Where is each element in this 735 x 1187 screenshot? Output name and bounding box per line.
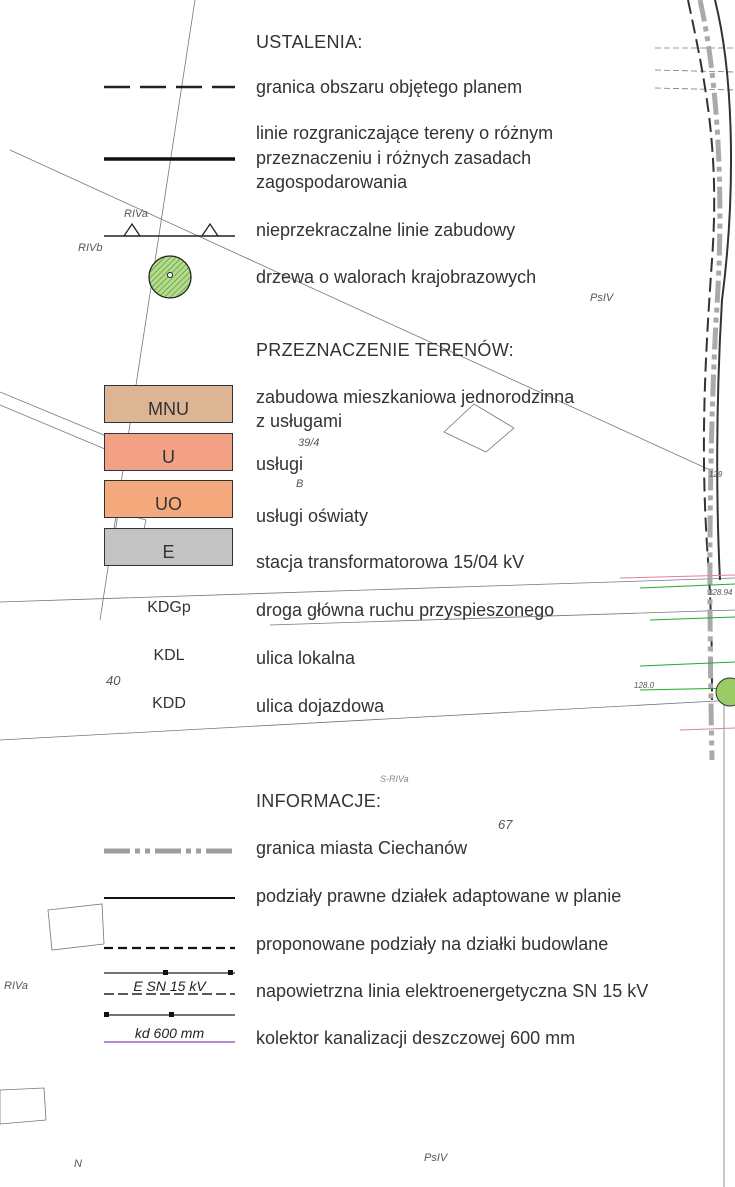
legend-text: usługi: [256, 454, 304, 474]
legend-text: linie rozgraniczające tereny o różnym: [256, 123, 554, 143]
building-line-symbol: [104, 222, 235, 237]
section-heading-przeznaczenie: PRZEZNACZENIE TERENÓW:: [256, 340, 514, 360]
road-code-kdl: KDL: [153, 647, 185, 664]
section-heading-ustalenia: USTALENIA:: [256, 32, 363, 52]
legend-text: usługi oświaty: [256, 506, 369, 526]
legend-text: proponowane podziały na działki budowlan…: [256, 934, 609, 954]
map-label: S-RIVa: [380, 774, 409, 784]
legend-text: zagospodarowania: [256, 172, 408, 192]
legend-text: nieprzekraczalne linie zabudowy: [256, 220, 516, 240]
legend-text: napowietrzna linia elektroenergetyczna S…: [256, 981, 649, 1001]
road-code-kdgp: KDGp: [147, 599, 191, 616]
map-label: N: [74, 1158, 82, 1170]
tree-icon: [148, 255, 192, 299]
legend-text: z usługami: [256, 411, 343, 431]
long-dashed-line-symbol: [104, 85, 235, 89]
power-line-symbol: [104, 970, 235, 995]
legend-text: ulica lokalna: [256, 648, 356, 668]
map-label: PsIV: [424, 1152, 448, 1164]
map-label: RIVa: [4, 980, 29, 992]
map-label: 67: [498, 817, 513, 832]
legend-text: droga główna ruchu przyspieszonego: [256, 600, 555, 620]
dashed-line-symbol: [104, 946, 235, 950]
section-heading-informacje: INFORMACJE:: [256, 791, 382, 811]
road-code-kdd: KDD: [152, 695, 186, 712]
legend-text: granica obszaru objętego planem: [256, 77, 523, 97]
map-label: 39/4: [298, 437, 320, 449]
thick-solid-line-symbol: [104, 157, 235, 161]
land-use-swatch-uo: UO: [104, 480, 233, 518]
legend-text: drzewa o walorach krajobrazowych: [256, 267, 537, 287]
map-label: 128.94: [708, 588, 733, 597]
legend-text: przeznaczeniu i różnych zasadach: [256, 148, 532, 168]
map-label: RIVa: [124, 208, 149, 220]
solid-line-symbol: [104, 897, 235, 899]
legend-text: podziały prawne działek adaptowane w pla…: [256, 886, 622, 906]
legend-text: zabudowa mieszkaniowa jednorodzinna: [256, 387, 575, 407]
map-label: 40: [106, 673, 121, 688]
storm-sewer-label: kd 600 mm: [134, 1025, 205, 1041]
map-label: B: [296, 478, 304, 490]
map-label: RIVb: [78, 242, 103, 254]
legend-text: stacja transformatorowa 15/04 kV: [256, 552, 525, 572]
legend-text: granica miasta Ciechanów: [256, 838, 468, 858]
map-label: PsIV: [590, 292, 614, 304]
legend-text: ulica dojazdowa: [256, 696, 385, 716]
map-label: 129: [709, 470, 723, 479]
storm-sewer-symbol: [104, 1012, 235, 1043]
map-label: 128.0: [634, 681, 655, 690]
legend-text: kolektor kanalizacji deszczowej 600 mm: [256, 1028, 576, 1048]
land-use-swatch-mnu: MNU: [104, 385, 233, 423]
city-boundary-symbol: [104, 848, 235, 854]
land-use-swatch-u: U: [104, 433, 233, 471]
power-line-label: E SN 15 kV: [133, 978, 206, 994]
land-use-swatch-e: E: [104, 528, 233, 566]
